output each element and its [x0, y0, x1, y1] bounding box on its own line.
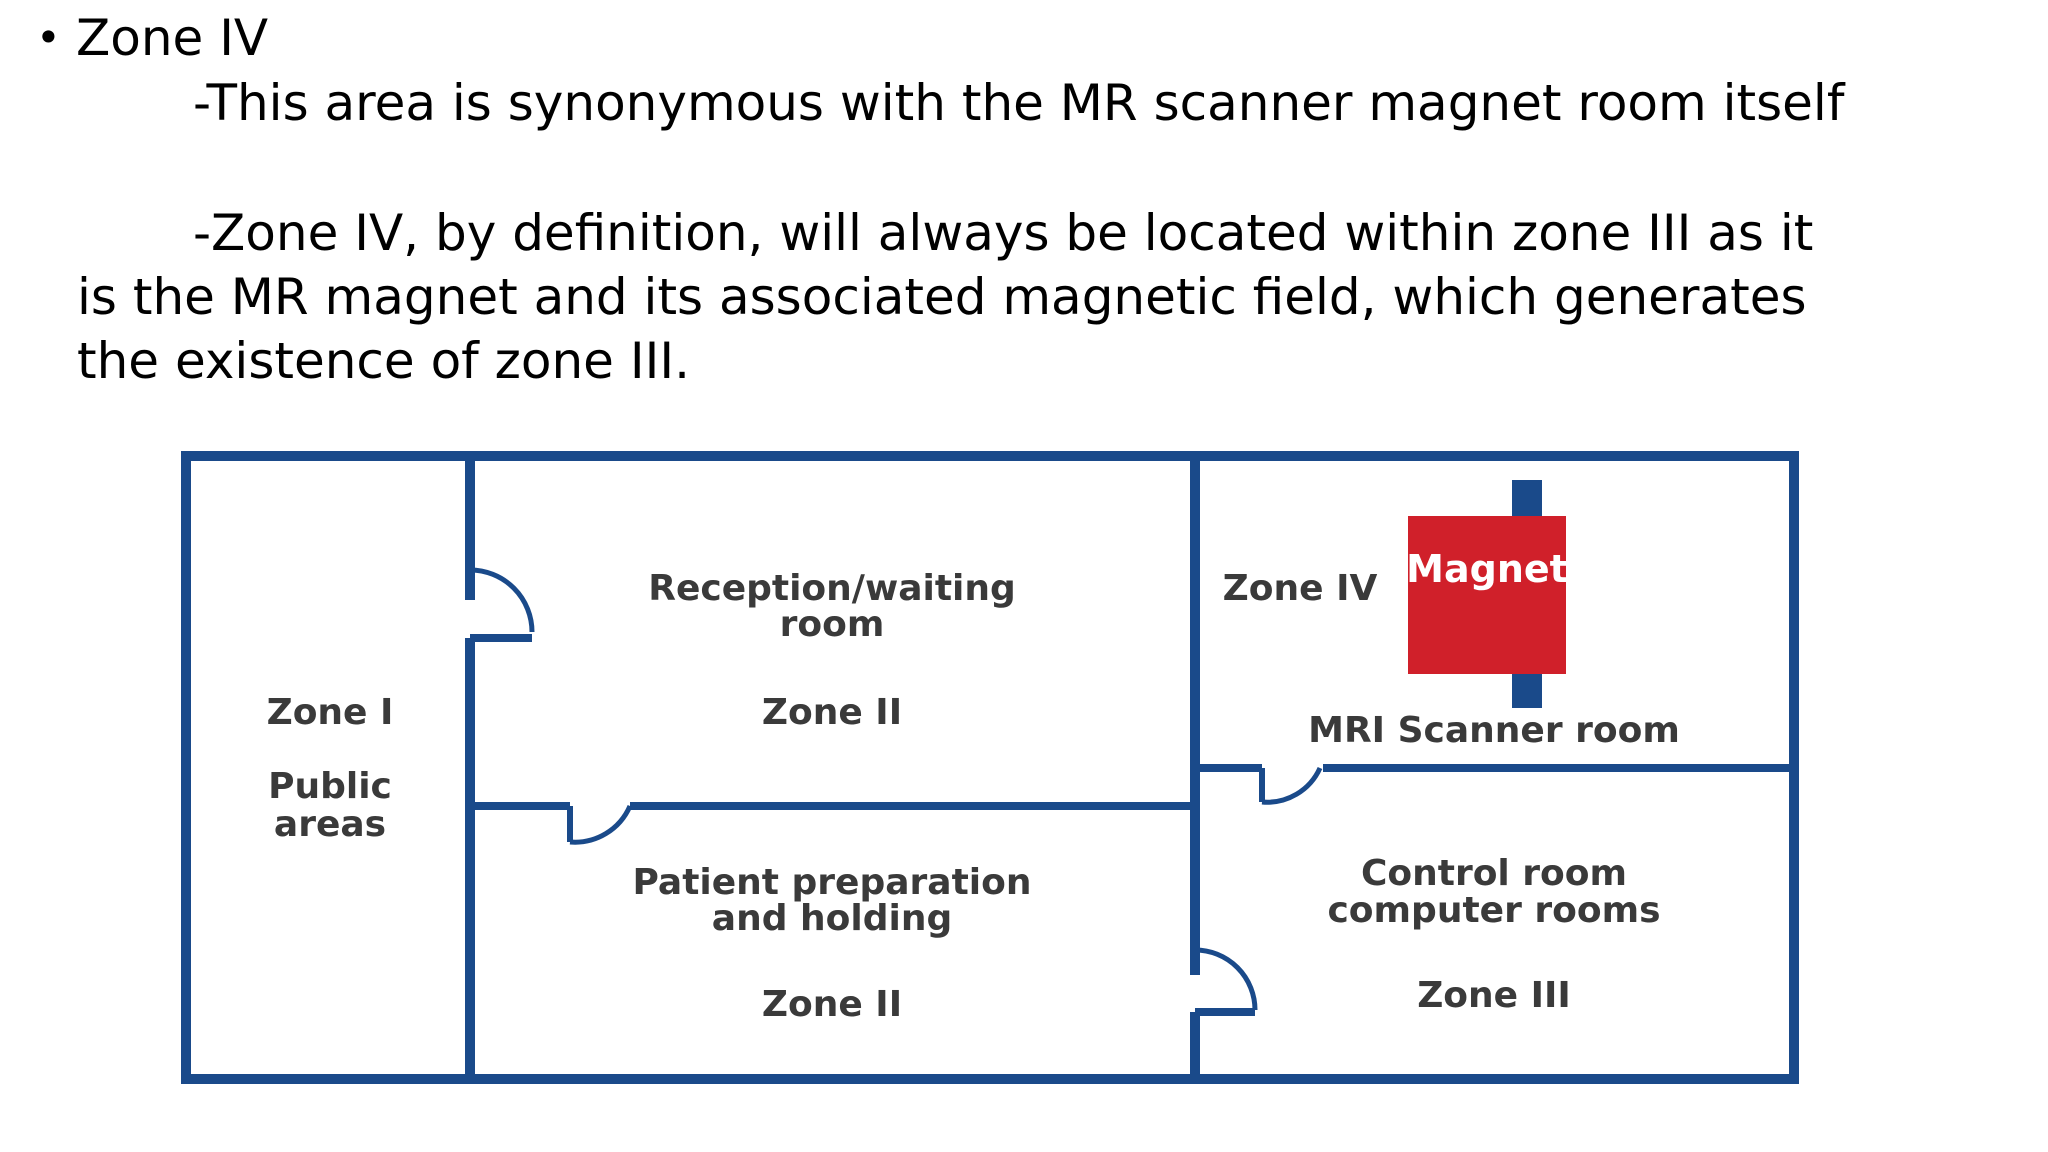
label-reception-line1: Reception/waiting	[648, 568, 1016, 609]
slide-text: • Zone IV -This area is synonymous with t…	[0, 0, 2048, 420]
label-zone-i: Zone I	[267, 692, 394, 733]
label-patient-line1: Patient preparation	[632, 862, 1031, 903]
label-public-line2: areas	[274, 804, 386, 845]
bullet-heading: • Zone IV	[36, 5, 268, 71]
label-public-line1: Public	[268, 766, 392, 807]
label-zone-iv: Zone IV	[1223, 568, 1378, 609]
label-zone-iii: Zone III	[1417, 975, 1571, 1016]
label-zone-ii-upper: Zone II	[762, 692, 902, 733]
door-swing-scanner	[1261, 766, 1323, 805]
magnet-block	[1408, 516, 1566, 674]
label-control-line1: Control room	[1361, 853, 1627, 894]
paragraph-zone-definition: -Zone IV, by definition, will always be …	[77, 204, 1814, 390]
door-swing-patient	[569, 804, 633, 845]
bullet-title: Zone IV	[76, 9, 269, 67]
door-swing-control	[1194, 947, 1258, 1011]
floorplan-svg: Zone I Public areas Reception/waiting ro…	[181, 451, 1799, 1084]
label-control-line2: computer rooms	[1327, 890, 1660, 931]
bullet-icon: •	[36, 13, 61, 62]
label-patient-line2: and holding	[712, 898, 952, 939]
mri-zone-floorplan: Zone I Public areas Reception/waiting ro…	[180, 450, 1800, 1085]
label-zone-ii-lower: Zone II	[762, 984, 902, 1025]
label-scanner-room: MRI Scanner room	[1308, 710, 1680, 751]
label-reception-line2: room	[780, 604, 885, 645]
door-swing-reception	[469, 567, 535, 633]
paragraph-scanner-room: -This area is synonymous with the MR sca…	[193, 74, 1845, 132]
label-magnet: Magnet	[1406, 547, 1568, 591]
